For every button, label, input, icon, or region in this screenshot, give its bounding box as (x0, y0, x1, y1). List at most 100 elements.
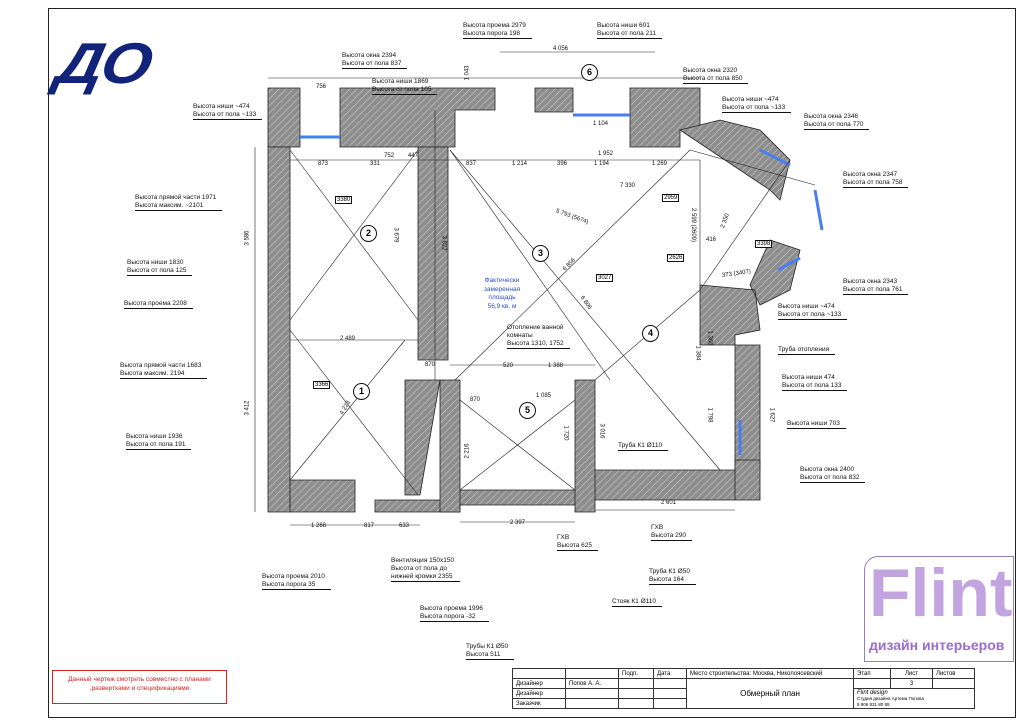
area-line: 56,9 кв. м (487, 302, 517, 310)
room-number-6: 6 (581, 64, 598, 81)
dim: 2 601 (661, 500, 677, 506)
dim: 1 384 (694, 345, 701, 361)
dim: 633 (399, 523, 410, 529)
construction-lines (254, 51, 816, 526)
dim: 331 (370, 161, 381, 167)
stamp-caption: дизайн интерьеров (869, 637, 1005, 653)
col-date: Дата (653, 668, 687, 679)
dim: 2 216 (464, 443, 471, 459)
document-title: Обмерный план (686, 678, 854, 709)
label-niche-703: Высота ниши 703 (787, 420, 846, 429)
dim: 756 (316, 84, 327, 90)
drawing-note: Данный чертеж смотреть совместно с плана… (52, 670, 227, 704)
name: Попов А. А. (565, 678, 619, 689)
studio-name: Flint design (857, 689, 888, 696)
room-height-tag: 2959 (662, 194, 680, 202)
measured-area-note: Фактически замеренная площадь 56,9 кв. м (470, 277, 534, 311)
role: Дизайнер (512, 678, 566, 689)
stamp-logo: Flint (869, 555, 1013, 631)
area-line: замеренная (483, 285, 521, 293)
dim: 1 043 (464, 65, 471, 81)
dim: 1 104 (593, 121, 609, 127)
dim: 447 (408, 153, 419, 159)
sheet-frame (48, 8, 1016, 718)
studio-phone: 8 906 831 80 89 (857, 701, 890, 707)
dim: 3 679 (392, 227, 399, 243)
left-wall (267, 146, 291, 513)
room-number-5: 5 (519, 402, 536, 419)
dim: 416 (706, 237, 717, 243)
dim: 3 586 (244, 230, 251, 246)
title-block: Подп. Дата Место строительства: Москва, … (512, 668, 975, 709)
col-sign: Подп. (618, 668, 654, 679)
windows (300, 113, 824, 455)
dim: 870 (470, 397, 481, 403)
room-number-3: 3 (532, 245, 549, 262)
dim: 1 269 (652, 161, 668, 167)
dim: 873 (318, 161, 329, 167)
studio-subtitle: Студия дизайна Артема Попова (857, 695, 925, 701)
dim: 1 627 (768, 407, 775, 423)
dim: 520 (503, 363, 514, 369)
room-number-4: 4 (642, 325, 659, 342)
label-heating-pipe: Труба отопления (778, 346, 836, 355)
dim: 1 720 (562, 425, 569, 441)
dim: 2 489 (340, 336, 356, 342)
label-riser-k1: Стояк К1 Ø110 (612, 598, 663, 607)
dim: 1 798 (706, 407, 713, 423)
construction-site: Место строительства: Москва, Николоясевс… (686, 668, 854, 679)
area-line: площадь (488, 294, 516, 301)
stage-label: Этап (853, 668, 891, 679)
role: Заказчик (512, 698, 566, 709)
top-wall (267, 87, 701, 148)
bottom-wall (289, 379, 461, 513)
dim: 1 268 (311, 523, 327, 529)
walls (267, 87, 801, 513)
dim: 1 214 (512, 161, 528, 167)
partition-2-3 (417, 146, 449, 361)
dim: 3 016 (598, 423, 605, 439)
dim: 870 (425, 362, 436, 368)
dim: 3 412 (244, 400, 251, 416)
dim: 3 822 (440, 235, 447, 251)
area-line: Фактически (484, 277, 520, 284)
room-height-tag: 3398 (755, 240, 773, 248)
dim: 1 388 (548, 363, 564, 369)
room-height-tag: 3366 (313, 381, 331, 389)
room-height-tag: 3380 (335, 196, 353, 204)
label-pipe-k1-110: Труба К1 Ø110 (618, 442, 669, 451)
dim: 2 599 (2609) (690, 207, 697, 243)
room-number-2: 2 (360, 225, 377, 242)
sheet-number: 3 (890, 678, 933, 689)
bath-walls (439, 379, 761, 513)
dim: 1 368 (706, 330, 713, 346)
dim: 817 (364, 523, 375, 529)
room-height-tag: 2626 (667, 254, 685, 262)
